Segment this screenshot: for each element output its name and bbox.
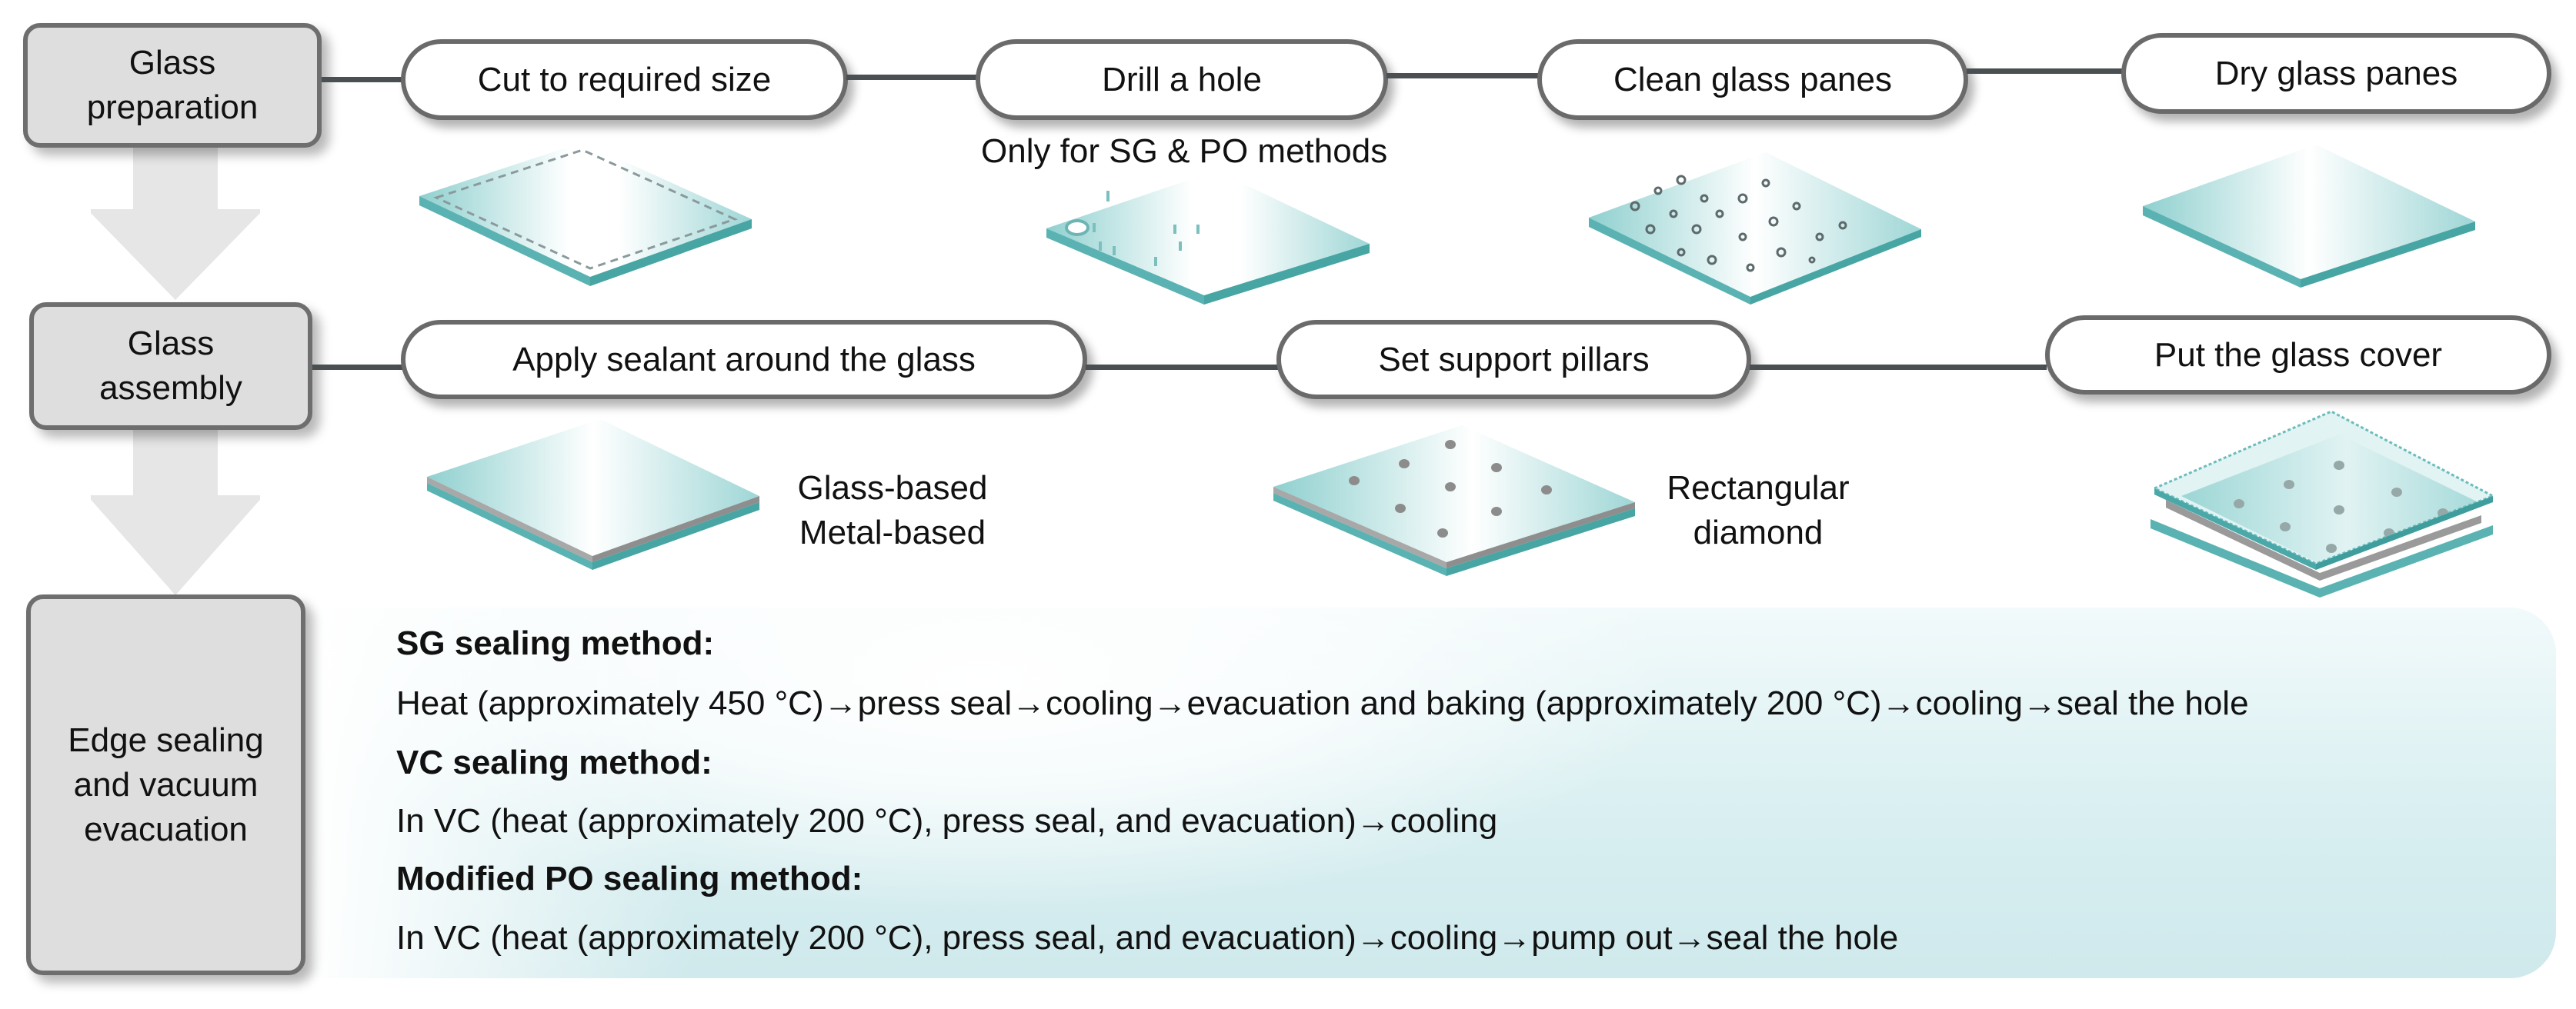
flow-arrow-down-2 xyxy=(91,428,260,595)
step-label: Dry glass panes xyxy=(2214,54,2458,92)
connector xyxy=(1750,365,2047,370)
pillar-option-diamond: diamond xyxy=(1693,514,1824,551)
glass-pane-dashed-cut-icon xyxy=(419,142,752,286)
sealant-option-metal-based: Metal-based xyxy=(799,514,986,551)
stage-glass-preparation: Glass preparation xyxy=(23,23,322,148)
step-cut-to-required-size: Cut to required size xyxy=(401,39,848,120)
panel-fade xyxy=(309,608,693,978)
sealant-options: Glass-based Metal-based xyxy=(789,466,996,555)
glass-pane-sealant-icon xyxy=(427,419,759,570)
connector xyxy=(1967,68,2123,74)
connector xyxy=(1386,73,1539,78)
method-title-sg: SG sealing method: xyxy=(396,624,715,662)
stage-label-line: Glass xyxy=(127,325,215,362)
method-title-vc: VC sealing method: xyxy=(396,744,712,781)
method-title-modified-po: Modified PO sealing method: xyxy=(396,860,863,897)
method-process-sg: Heat (approximately 450 °C)→press seal→c… xyxy=(396,684,2249,722)
step-clean-glass-panes: Clean glass panes xyxy=(1537,39,1968,120)
stage-label-line: Edge sealing xyxy=(68,721,264,759)
sealant-option-glass-based: Glass-based xyxy=(797,469,988,507)
method-process-vc: In VC (heat (approximately 200 °C), pres… xyxy=(396,802,1498,840)
step-set-support-pillars: Set support pillars xyxy=(1276,320,1751,399)
glass-pane-water-drops-icon xyxy=(1589,152,1921,305)
pillar-option-rectangular: Rectangular xyxy=(1667,469,1850,507)
step-label: Apply sealant around the glass xyxy=(512,340,976,378)
flow-arrow-down-1 xyxy=(91,146,260,300)
connector xyxy=(322,77,403,82)
glass-stack-cover-icon xyxy=(2151,410,2496,598)
glass-pane-with-hole-icon xyxy=(1046,171,1370,305)
step-label: Cut to required size xyxy=(477,60,772,98)
stage-label-line: Glass xyxy=(128,44,216,82)
step-dry-glass-panes: Dry glass panes xyxy=(2121,33,2551,114)
pillar-options: Rectangular diamond xyxy=(1654,466,1862,555)
method-process-modified-po: In VC (heat (approximately 200 °C), pres… xyxy=(396,919,1899,957)
step-label: Put the glass cover xyxy=(2154,335,2443,374)
stage-glass-assembly: Glass assembly xyxy=(29,302,312,430)
stage-edge-sealing: Edge sealing and vacuum evacuation xyxy=(26,594,305,975)
glass-pane-pillars-icon xyxy=(1273,425,1635,576)
drill-note: Only for SG & PO methods xyxy=(981,132,1388,170)
stage-label-line: preparation xyxy=(86,88,259,126)
connector xyxy=(846,75,977,80)
step-label: Set support pillars xyxy=(1378,340,1650,378)
step-drill-a-hole: Drill a hole xyxy=(976,39,1388,120)
step-label: Clean glass panes xyxy=(1613,60,1892,98)
stage-label-line: evacuation xyxy=(84,810,248,848)
glass-pane-dry-icon xyxy=(2143,145,2475,288)
stage-label-line: and vacuum xyxy=(73,765,259,804)
connector xyxy=(1086,365,1278,370)
step-put-the-glass-cover: Put the glass cover xyxy=(2045,315,2551,395)
connector xyxy=(312,365,403,370)
step-apply-sealant: Apply sealant around the glass xyxy=(401,320,1087,399)
stage-label-line: assembly xyxy=(99,369,242,407)
step-label: Drill a hole xyxy=(1102,60,1262,98)
